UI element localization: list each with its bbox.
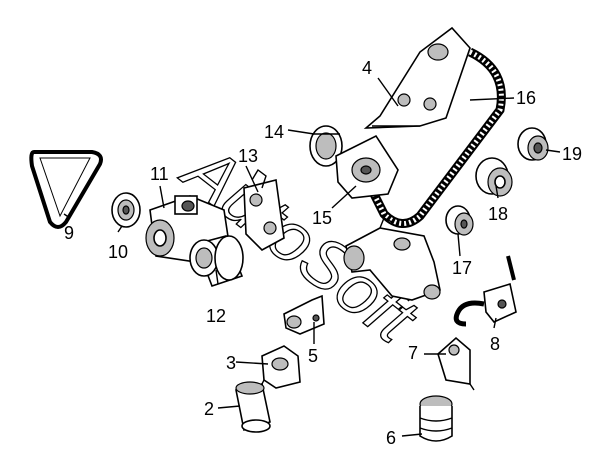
callout-12: 12 (206, 306, 226, 326)
callouts: 2 3 4 5 6 7 8 9 10 11 12 13 14 15 16 17 … (64, 58, 582, 448)
part-drive-belt (29, 150, 103, 229)
part-pulley-19 (517, 127, 549, 161)
part-sensor-lead (453, 255, 517, 327)
part-tensioner-plate (335, 134, 399, 199)
callout-17: 17 (452, 258, 472, 278)
part-water-pump-housing (343, 217, 441, 301)
callout-15: 15 (312, 208, 332, 228)
part-roller-bush (309, 125, 343, 167)
callout-13: 13 (238, 146, 258, 166)
callout-7: 7 (408, 343, 418, 363)
part-drum-cylinder (189, 235, 244, 288)
callout-16: 16 (516, 88, 536, 108)
callout-4: 4 (362, 58, 372, 78)
callout-19: 19 (562, 144, 582, 164)
callout-14: 14 (264, 122, 284, 142)
part-small-bracket (283, 294, 325, 335)
part-roller-18 (475, 157, 513, 197)
callout-18: 18 (488, 204, 508, 224)
leader-lines (63, 77, 561, 437)
part-timing-belt (357, 47, 506, 228)
callout-11: 11 (150, 164, 169, 184)
part-oil-filter (235, 381, 271, 433)
callout-2: 2 (204, 399, 214, 419)
callout-6: 6 (386, 428, 396, 448)
callout-3: 3 (226, 353, 236, 373)
part-belt-cover (363, 26, 471, 129)
part-mount-bracket (243, 168, 285, 251)
part-engine-mount-7 (437, 336, 475, 391)
part-roller-17 (445, 205, 474, 236)
callout-10: 10 (108, 242, 128, 262)
callout-9: 9 (64, 223, 74, 243)
part-engine-mount-3 (259, 345, 301, 389)
callout-8: 8 (490, 334, 500, 354)
part-rubber-mount (419, 395, 453, 442)
part-idler-pulley (111, 192, 141, 228)
callout-5: 5 (308, 346, 318, 366)
